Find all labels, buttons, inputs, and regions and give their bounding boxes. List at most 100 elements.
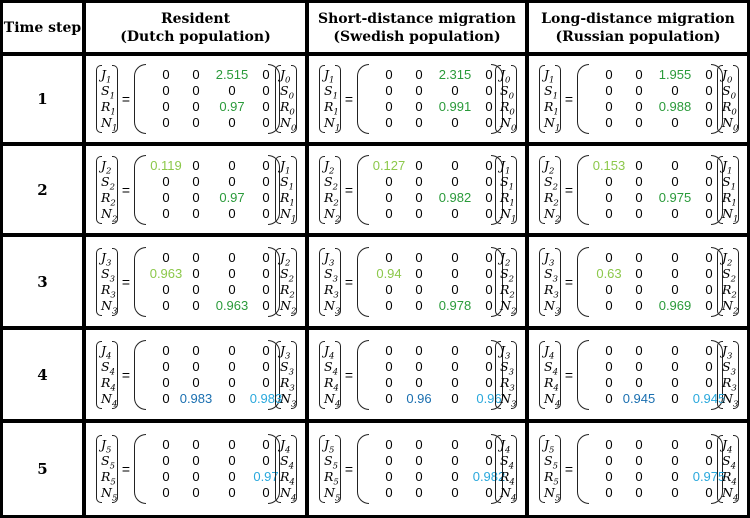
step-cell: 5 (3, 423, 82, 515)
matrix-value: 0 (262, 115, 270, 130)
vector-entry: J3 (280, 343, 294, 361)
equals-sign: = (121, 367, 131, 383)
step-label: 2 (37, 180, 48, 199)
equals-sign: = (121, 91, 131, 107)
vector-symbol: R (500, 282, 510, 297)
vector-symbol: R (280, 375, 290, 390)
vector-subscript: 2 (730, 274, 736, 285)
matrix-value: 0 (485, 99, 493, 114)
vector-bracket-right (555, 248, 561, 316)
matrix-value: 0 (635, 190, 643, 205)
matrix-value: 0 (228, 469, 236, 484)
vector-bracket-right (733, 65, 739, 133)
matrix-value: 0 (228, 266, 236, 281)
matrix-value: 0 (635, 485, 643, 500)
vector-entry: R2 (280, 282, 295, 300)
vector-bracket-left (495, 435, 501, 503)
vector-subscript: 4 (730, 461, 736, 472)
vector-subscript: 1 (289, 198, 295, 209)
matrix-value: 0 (415, 190, 423, 205)
vector-entry: N2 (722, 298, 738, 316)
matrix-value: 0 (415, 359, 423, 374)
vector-entry: R3 (324, 282, 339, 300)
matrix-value: 0 (228, 485, 236, 500)
vector-entry: N1 (500, 206, 516, 224)
matrix-value: 0 (385, 437, 393, 452)
matrix-value: 0 (605, 67, 613, 82)
grid-line (0, 142, 750, 146)
vector-entry: N0 (722, 115, 738, 133)
matrix-value: 0 (605, 375, 613, 390)
step-cell: 4 (3, 330, 82, 419)
vector-symbol: R (101, 282, 111, 297)
matrix-value: 0 (228, 158, 236, 173)
matrix-value: 0 (228, 250, 236, 265)
matrix-value: 0 (485, 67, 493, 82)
vector-subscript: 3 (731, 383, 737, 394)
matrix-value: 0 (192, 375, 200, 390)
matrix-bracket-left (577, 340, 589, 410)
vector-entry: S3 (500, 359, 514, 377)
vector-entry: S0 (280, 83, 294, 101)
vector-entry: J2 (101, 158, 115, 176)
vector-bracket-left (96, 341, 102, 409)
matrix-bracket-left (134, 247, 146, 317)
vector-subscript: 0 (730, 91, 736, 102)
vector-entry: R2 (722, 282, 737, 300)
vector-subscript: 4 (329, 351, 335, 362)
matrix-value: 0 (262, 437, 270, 452)
vector-symbol: S (722, 359, 731, 374)
vector-symbol: N (500, 485, 511, 500)
vector-symbol: R (544, 375, 554, 390)
equals-sign: = (564, 367, 574, 383)
vector-subscript: 1 (110, 107, 116, 118)
vector-subscript: 1 (508, 182, 514, 193)
vector-subscript: 2 (332, 182, 338, 193)
matrix-value: 0 (605, 453, 613, 468)
vector-subscript: 0 (289, 107, 295, 118)
vector-bracket-right (733, 248, 739, 316)
vector-symbol: S (544, 83, 553, 98)
vector-subscript: 5 (329, 445, 335, 456)
vector-symbol: N (324, 391, 335, 406)
vector-subscript: 4 (288, 461, 294, 472)
matrix-value: 0.988 (658, 99, 692, 114)
matrix-value: 0.97 (219, 99, 245, 114)
vector-subscript: 3 (290, 399, 297, 410)
matrix-value: 0.127 (372, 158, 406, 173)
matrix-value: 0 (705, 190, 713, 205)
vector-subscript: 2 (290, 306, 297, 317)
matrix-value: 0 (162, 453, 170, 468)
matrix-value: 0 (451, 83, 459, 98)
vector-subscript: 1 (730, 182, 736, 193)
matrix-value: 0 (451, 158, 459, 173)
matrix-value: 0 (385, 343, 393, 358)
vector-symbol: N (544, 206, 555, 221)
vector-subscript: 3 (109, 274, 115, 285)
vector-entry: S3 (101, 266, 115, 285)
matrix-value: 0 (605, 359, 613, 374)
matrix-value: 0 (192, 190, 200, 205)
vector-subscript: 3 (730, 367, 736, 378)
step-label: 4 (37, 365, 48, 384)
vector-entry: N5 (101, 485, 117, 503)
vector-bracket-left (539, 248, 545, 316)
vector-entry: S2 (544, 174, 558, 192)
vector-subscript: 4 (508, 461, 514, 472)
vector-entry: S4 (324, 359, 338, 377)
vector-bracket-left (96, 65, 102, 133)
vector-bracket-right (335, 341, 341, 409)
vector-bracket-right (335, 65, 341, 133)
vector-entry: R4 (101, 375, 116, 393)
matrix-value: 0 (671, 250, 679, 265)
vector-bracket-left (275, 156, 281, 224)
vector-bracket-right (291, 248, 297, 316)
